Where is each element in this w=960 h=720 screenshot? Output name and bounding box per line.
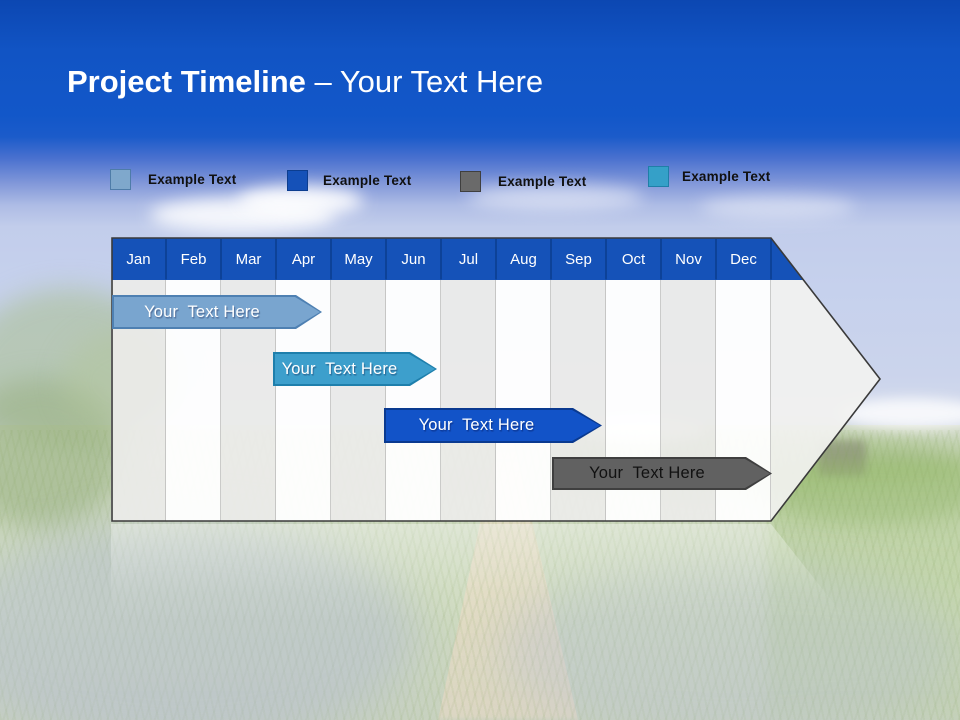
grass-tint (0, 520, 420, 720)
cloud (468, 184, 643, 210)
bar-label: Your Text Here (281, 359, 398, 378)
grid-column-may (331, 280, 386, 521)
header-dividers (165, 239, 772, 280)
legend-label: Example Text (682, 169, 771, 184)
month-header-may: May (344, 250, 373, 268)
month-header-feb: Feb (180, 250, 207, 268)
title-sub: – Your Text Here (305, 64, 544, 99)
timeline-bar: Your Text Here (384, 408, 602, 443)
month-header-band (112, 238, 803, 280)
grid-column-jul (441, 280, 496, 521)
cloud (238, 186, 363, 216)
timeline-bar: Your Text Here (552, 457, 772, 490)
legend-label: Example Text (498, 174, 587, 189)
table-reflection (111, 524, 847, 620)
month-header-aug: Aug (510, 250, 537, 268)
month-header-apr: Apr (291, 250, 316, 268)
title-main: Project Timeline (67, 64, 306, 99)
timeline-arrow-shape (111, 237, 882, 522)
grass-tint (500, 560, 960, 720)
month-header-sep: Sep (565, 250, 592, 268)
timeline-bar: Your Text Here (273, 352, 437, 386)
month-header-mar: Mar (235, 250, 262, 268)
bar-label: Your Text Here (418, 416, 535, 434)
grid-column-aug (496, 280, 551, 521)
legend-swatch (287, 170, 308, 191)
month-header-jun: Jun (401, 250, 426, 268)
arrow-outline (111, 237, 882, 522)
bar-label: Your Text Here (589, 464, 705, 482)
arrow-tip (771, 238, 880, 521)
legend-item: Example Text (110, 169, 236, 190)
timeline-bar-fill: Your Text Here (275, 354, 435, 384)
legend-swatch (460, 171, 481, 192)
grass-patch (768, 462, 960, 720)
legend-label: Example Text (323, 173, 412, 188)
legend-item: Example Text (287, 170, 411, 191)
legend-swatch (110, 169, 131, 190)
month-header-jan: Jan (126, 250, 151, 268)
cloud (700, 195, 855, 219)
legend-item: Example Text (648, 166, 770, 187)
timeline-chart: Jan Feb Mar Apr May Jun Jul Aug Sep Oct Nov Dec (111, 236, 883, 524)
timeline-bar-fill: Your Text Here (554, 459, 770, 488)
legend-swatch (648, 166, 669, 187)
legend-item: Example Text (460, 171, 586, 192)
month-header-row: Jan Feb Mar Apr May Jun Jul Aug Sep Oct Nov Dec (111, 238, 771, 280)
timeline-bar: Your Text Here (112, 295, 322, 329)
timeline-bar-fill: Your Text Here (386, 410, 600, 441)
month-header-oct: Oct (621, 250, 646, 268)
legend-label: Example Text (148, 172, 237, 187)
timeline-bar-fill: Your Text Here (114, 297, 320, 327)
month-header-jul: Jul (458, 250, 479, 268)
month-header-nov: Nov (675, 250, 702, 268)
page-title: Project Timeline – Your Text Here (67, 63, 543, 100)
month-header-dec: Dec (730, 250, 757, 268)
bar-label: Your Text Here (144, 302, 260, 321)
grid-column-jun (386, 280, 441, 521)
